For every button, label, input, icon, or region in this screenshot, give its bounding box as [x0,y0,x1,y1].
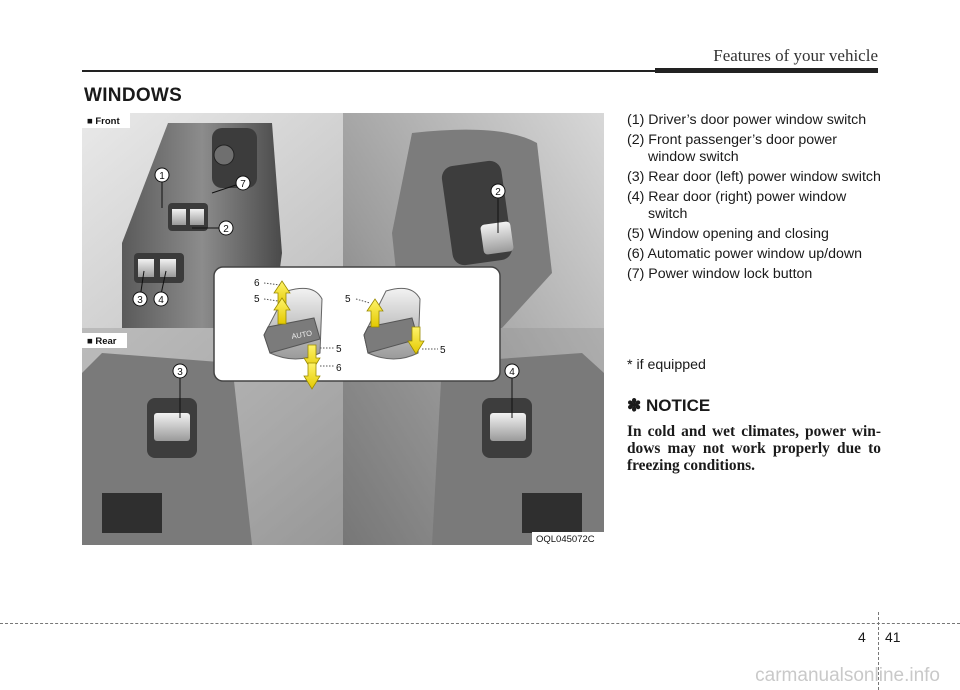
driver-switch-3 [138,259,154,277]
window-switch-figure: ■ Front ■ Rear 1 7 2 3 4 2 3 [82,113,604,545]
auto-text: AUTO [291,328,313,340]
callout-1: 1 [159,171,165,182]
header-rule [82,70,878,72]
label-5-right-top: 5 [345,294,351,305]
section-title: WINDOWS [84,85,183,106]
callout-2-front-driver: 2 [223,224,229,235]
arrow-up [273,297,291,325]
page-number: 41 [885,629,901,645]
footer-divider [878,612,879,690]
header-rule-accent [655,68,878,73]
legend-list: (1) Driver’s door power window switch (2… [627,112,887,286]
legend-item: (5) Window opening and closing [627,226,829,242]
legend-item: (4) Rear door (right) power window switc… [627,189,847,222]
label-5-bottom: 5 [336,344,342,355]
arrow-auto-down [303,362,321,390]
legend-item: (3) Rear door (left) power window switch [627,169,881,185]
legend-item: (7) Power window lock button [627,266,813,282]
front-label: ■ Front [87,116,120,127]
label-5-right-bottom: 5 [440,345,446,356]
notice-title: ✽ NOTICE [627,396,711,415]
label-6-top: 6 [254,278,260,289]
driver-switch-2 [190,209,204,225]
rear-right-switch [490,413,526,441]
legend-item: (2) Front passenger’s door power window … [627,132,838,165]
rear-left-switch [154,413,190,441]
notice-text: In cold and wet climates, power win-dows… [627,423,881,474]
footer-rule [0,623,960,624]
driver-switch-4 [160,259,176,277]
header-title: Features of your vehicle [713,46,878,65]
callout-3-rear: 3 [177,367,183,378]
label-6-bottom: 6 [336,363,342,374]
legend-item: (1) Driver’s door power window switch [627,112,867,128]
driver-switch-1 [172,209,186,225]
arrow-down-right [407,326,425,355]
legend-item: (6) Automatic power window up/down [627,246,863,262]
callout-7: 7 [240,179,246,190]
footnote: * if equipped [627,357,706,373]
label-5-top: 5 [254,294,260,305]
callout-4-front: 4 [158,295,164,306]
window-switch-illustration: ■ Front ■ Rear 1 7 2 3 4 2 3 [82,113,604,545]
callout-2-passenger: 2 [495,187,501,198]
figure-code: OQL045072C [536,534,595,545]
callout-3-front: 3 [137,295,143,306]
rear-label: ■ Rear [87,336,117,347]
watermark: carmanualsonline.info [755,665,940,686]
callout-4-rear: 4 [509,367,515,378]
passenger-switch [480,221,514,255]
arrow-up-right [366,298,384,328]
chapter-number: 4 [858,629,866,645]
